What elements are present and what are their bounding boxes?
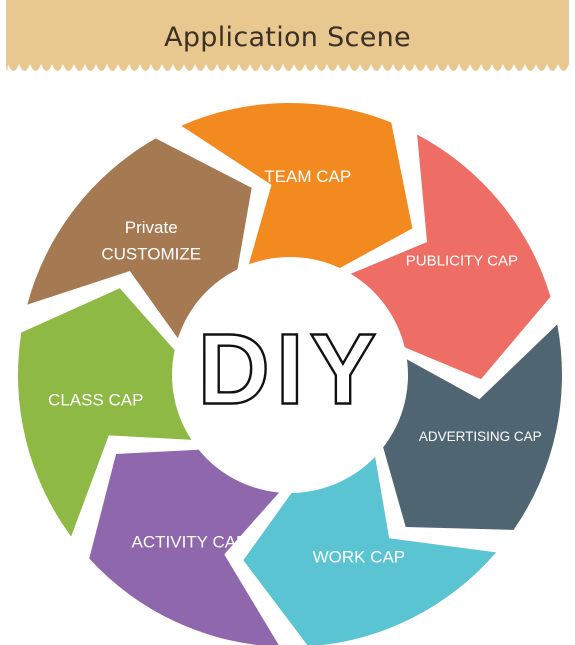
segment-private — [27, 138, 252, 347]
segment-work — [243, 446, 497, 645]
center-diy-text: DIY — [198, 313, 383, 425]
segment-activity — [89, 449, 286, 645]
segment-label-line: CUSTOMIZE — [101, 245, 201, 264]
center-circle — [172, 257, 408, 493]
segment-label-line: Private — [125, 219, 178, 238]
segment-label-publicity: PUBLICITY CAP — [406, 252, 518, 269]
segment-label-class: CLASS CAP — [48, 391, 143, 410]
segment-label-line: ACTIVITY CAP — [132, 533, 248, 552]
page-title: Application Scene — [164, 21, 411, 53]
segment-label-line: PUBLICITY CAP — [406, 252, 518, 269]
segment-label-advertising: ADVERTISING CAP — [419, 428, 542, 443]
segment-label-line: TEAM CAP — [264, 167, 351, 186]
banner-shape — [6, 0, 569, 71]
segment-publicity — [341, 134, 551, 380]
segment-label-work: WORK CAP — [313, 548, 406, 567]
segment-label-activity: ACTIVITY CAP — [132, 533, 248, 552]
segment-team — [181, 102, 413, 275]
header-banner — [6, 0, 569, 71]
segment-label-line: WORK CAP — [313, 548, 406, 567]
segment-class — [17, 288, 202, 537]
segment-advertising — [380, 324, 562, 530]
segment-label-line: CLASS CAP — [48, 391, 143, 410]
segment-label-line: ADVERTISING CAP — [419, 428, 542, 443]
segment-label-team: TEAM CAP — [264, 167, 351, 186]
